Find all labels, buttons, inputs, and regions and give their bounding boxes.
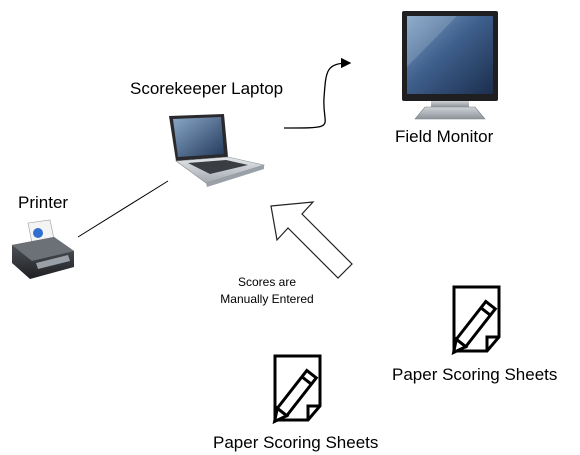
- annotation-line-2: Manually Entered: [220, 292, 314, 306]
- sheets-right-label: Paper Scoring Sheets: [392, 365, 558, 384]
- printer-label: Printer: [18, 193, 69, 212]
- manual-entry-hollow-arrow: [270, 201, 353, 279]
- document-pencil-icon: [272, 354, 322, 424]
- manual-entry-annotation: Scores are Manually Entered: [205, 274, 329, 308]
- document-pencil-icon: [451, 285, 501, 355]
- monitor-label: Field Monitor: [395, 127, 494, 146]
- laptop-icon: [169, 114, 266, 187]
- sheets-bottom-label: Paper Scoring Sheets: [213, 433, 379, 452]
- laptop-to-printer-line: [77, 180, 169, 238]
- printer-icon: [12, 219, 74, 279]
- laptop-label: Scorekeeper Laptop: [130, 79, 284, 98]
- monitor-icon: [402, 11, 498, 120]
- annotation-line-1: Scores are: [237, 275, 297, 289]
- laptop-to-monitor-arrow: [283, 57, 352, 129]
